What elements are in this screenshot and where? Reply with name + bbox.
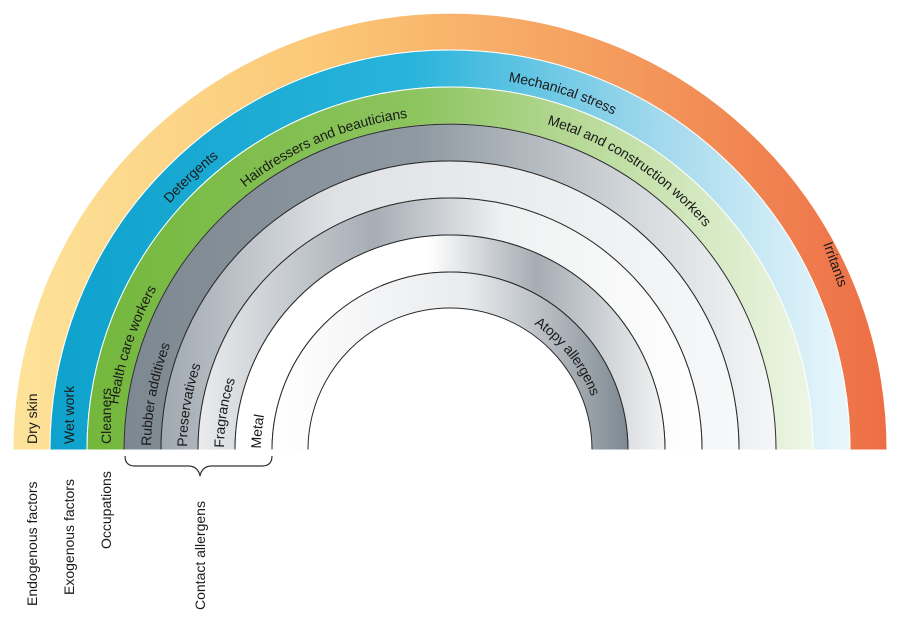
label-metal: Metal (248, 413, 267, 449)
label-occupations: Occupations (98, 471, 114, 549)
label-atopic-dermatitis: Atopic dermatitis (860, 197, 876, 300)
label-exogenous-factors: Exogenous factors (61, 479, 77, 595)
contact-allergens-brace (124, 455, 273, 477)
label-contact-allergens: Contact allergens (192, 501, 208, 610)
label-cleaners: Cleaners (98, 388, 114, 444)
label-wet-work: Wet work (61, 385, 77, 444)
label-dry-skin: Dry skin (24, 393, 40, 444)
label-endogenous-factors: Endogenous factors (24, 481, 40, 606)
band-atopy-allergens (271, 271, 629, 451)
